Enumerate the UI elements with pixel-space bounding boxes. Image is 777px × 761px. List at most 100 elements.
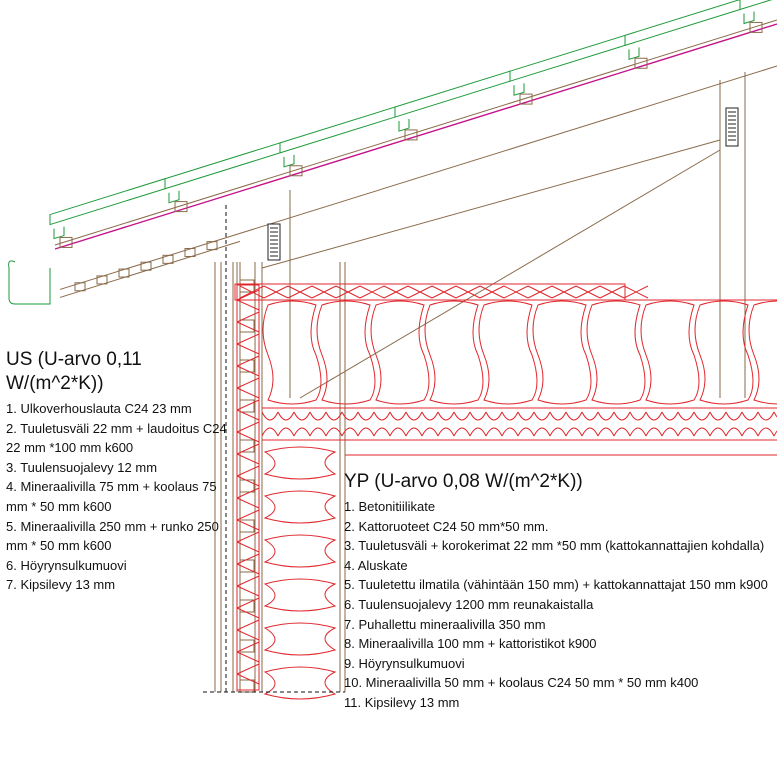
wool-hatch	[239, 285, 265, 299]
detail-elements	[8, 107, 739, 693]
wall-wool-loop	[263, 578, 337, 612]
soffit-batten	[184, 247, 196, 257]
wall-batten	[239, 519, 255, 533]
roof-tile	[509, 34, 626, 82]
wall-wool-hatch	[236, 399, 260, 421]
wall-legend-item: 2. Tuuletusväli 22 mm + laudoitus C24 22…	[6, 420, 227, 456]
wool-wave	[405, 411, 423, 437]
roof-tile	[394, 70, 511, 118]
wool-hatch	[407, 285, 433, 299]
wool-wave	[693, 411, 711, 437]
wall-batten	[239, 439, 255, 453]
wool-wave	[581, 411, 599, 437]
wool-wave	[389, 411, 407, 437]
wool-wave	[485, 411, 503, 437]
blown-wool-loop	[532, 300, 592, 405]
blown-wool-loop	[478, 300, 538, 405]
wall-wool-loop	[263, 490, 337, 524]
soffit-batten	[162, 254, 174, 264]
wall-legend-item: 4. Mineraalivilla 75 mm + koolaus 75 mm …	[6, 479, 217, 514]
roof-legend-item: 10. Mineraalivilla 50 mm + koolaus C24 5…	[344, 675, 699, 691]
wool-wave	[517, 411, 535, 437]
roof-tiles	[49, 0, 773, 248]
wool-wave	[357, 411, 375, 437]
rafter-top-line	[54, 19, 777, 246]
wall-wool-hatch	[236, 465, 260, 487]
roof-legend-item: 7. Puhallettu mineraalivilla 350 mm	[344, 616, 546, 632]
wall-legend: US (U-arvo 0,11 W/(m^2*K)) 1. Ulkoverhou…	[6, 348, 228, 595]
wool-wave	[741, 411, 759, 437]
wool-wave	[293, 411, 311, 437]
wool-hatch	[311, 285, 337, 299]
roof-tile	[279, 106, 396, 154]
tile-nose	[53, 226, 65, 240]
wall-wool-hatch	[236, 443, 260, 465]
wool-wave	[469, 411, 487, 437]
wall-wool-hatch	[236, 663, 260, 685]
soffit-batten	[96, 275, 108, 285]
wool-wave	[565, 411, 583, 437]
wool-hatch	[431, 285, 457, 299]
wool-wave	[645, 411, 663, 437]
underlay-membrane-line	[54, 23, 777, 250]
tile-nose	[398, 119, 410, 132]
soffit-batten	[74, 282, 86, 292]
insulation-strip	[234, 283, 626, 301]
insulation-layers	[234, 283, 777, 700]
wool-wave	[453, 411, 471, 437]
wall-legend-item: 7. Kipsilevy 13 mm	[6, 577, 116, 593]
wool-wave	[613, 411, 631, 437]
wool-wave	[437, 411, 455, 437]
wool-wave	[677, 411, 695, 437]
wall-wool-hatch	[236, 531, 260, 553]
batten-section	[59, 236, 73, 248]
soffit-batten	[118, 268, 130, 278]
wall-wool-hatch	[236, 509, 260, 531]
gutter	[8, 260, 51, 305]
wall-wool-hatch	[236, 597, 260, 619]
wall-outer-insulation	[236, 284, 260, 691]
wall-wool-hatch	[236, 333, 260, 355]
wall-wool-hatch	[236, 575, 260, 597]
wool-wave	[421, 411, 439, 437]
rafter-bottom-line	[59, 65, 777, 290]
blown-wool-loop	[748, 300, 777, 405]
wall-wool-loop	[263, 666, 337, 700]
vent-grille	[267, 223, 281, 261]
wool-hatch	[527, 285, 553, 299]
roof-legend-item: 9. Höyrynsulkumuovi	[344, 655, 465, 671]
truss-diagonal	[261, 139, 721, 269]
roof-legend-item: 11. Kipsilevy 13 mm	[344, 694, 460, 710]
wool-wave	[533, 411, 551, 437]
batten-section	[174, 201, 188, 213]
roof-structure	[54, 19, 777, 399]
wool-wave	[325, 411, 343, 437]
wool-wave	[309, 411, 327, 437]
blown-wool-loop	[262, 300, 322, 405]
wall-legend-item: 1. Ulkoverhouslauta C24 23 mm	[6, 401, 192, 416]
wool-wave	[773, 411, 777, 437]
roof-legend-item: 1. Betonitiilikate	[344, 499, 436, 514]
roof-tile	[164, 142, 281, 190]
roof-legend: YP (U-arvo 0,08 W/(m^2*K)) 1. Betonitiil…	[344, 470, 774, 713]
roof-legend-item: 2. Kattoruoteet C24 50 mm*50 mm.	[344, 518, 549, 534]
wall-wool-loop	[263, 622, 337, 656]
roof-legend-title: YP (U-arvo 0,08 W/(m^2*K))	[344, 471, 583, 492]
wool-wave	[661, 411, 679, 437]
wall-wool-hatch	[236, 619, 260, 641]
wall-wool-hatch	[236, 377, 260, 399]
wool-wave	[341, 411, 359, 437]
tile-nose	[168, 190, 180, 204]
batten-section	[289, 165, 303, 177]
wool-hatch	[551, 285, 577, 299]
wool-hatch	[383, 285, 409, 299]
wall-batten	[239, 479, 255, 493]
wool-wave	[709, 411, 727, 437]
roof-legend-item: 8. Mineraalivilla 100 mm + kattoristikot…	[344, 636, 597, 652]
tile-nose	[513, 83, 525, 96]
soffit-batten	[206, 241, 218, 251]
blown-wool-loop	[370, 300, 430, 405]
wool-wave	[629, 411, 647, 437]
blown-wool-loop	[316, 300, 376, 405]
